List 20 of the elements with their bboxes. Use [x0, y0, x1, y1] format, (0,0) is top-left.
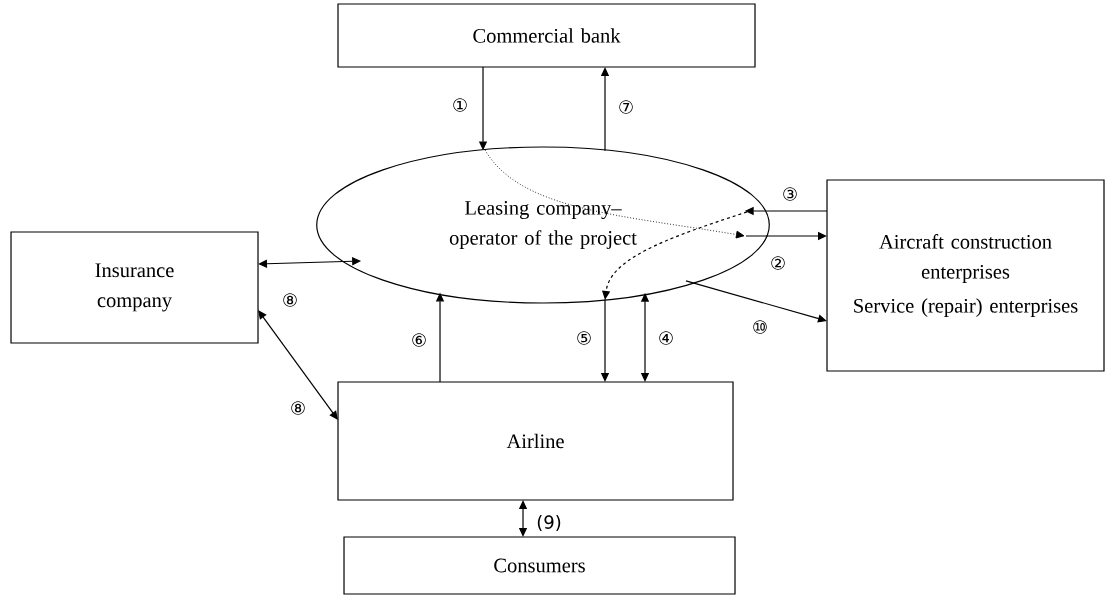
- edge-label: ④: [656, 330, 676, 346]
- edge-label: ⑥: [409, 332, 429, 348]
- edge-label: ③: [780, 186, 800, 202]
- edge-label: ⑧: [280, 292, 300, 308]
- edge-label: ⑧: [288, 400, 308, 416]
- edge-label: ②: [768, 255, 788, 271]
- edge-label: (9): [535, 514, 563, 532]
- process-box: Airline: [337, 381, 734, 501]
- process-box: Aircraft construction enterprises Service (repair) enterprises: [826, 179, 1105, 372]
- arrow: [518, 500, 528, 537]
- edge-label: ⑤: [574, 330, 594, 346]
- process-box: Insurance company: [10, 231, 259, 344]
- ellipse-node: Leasing company– operator of the project: [316, 146, 770, 304]
- arrow: [685, 280, 827, 323]
- process-box: Commercial bank: [337, 3, 756, 68]
- arrow: [258, 310, 338, 420]
- process-box: Consumers: [343, 536, 736, 595]
- edge-label: ⑩: [750, 319, 770, 335]
- edge-label: ⑦: [616, 99, 636, 115]
- edge-label: ①: [450, 97, 470, 113]
